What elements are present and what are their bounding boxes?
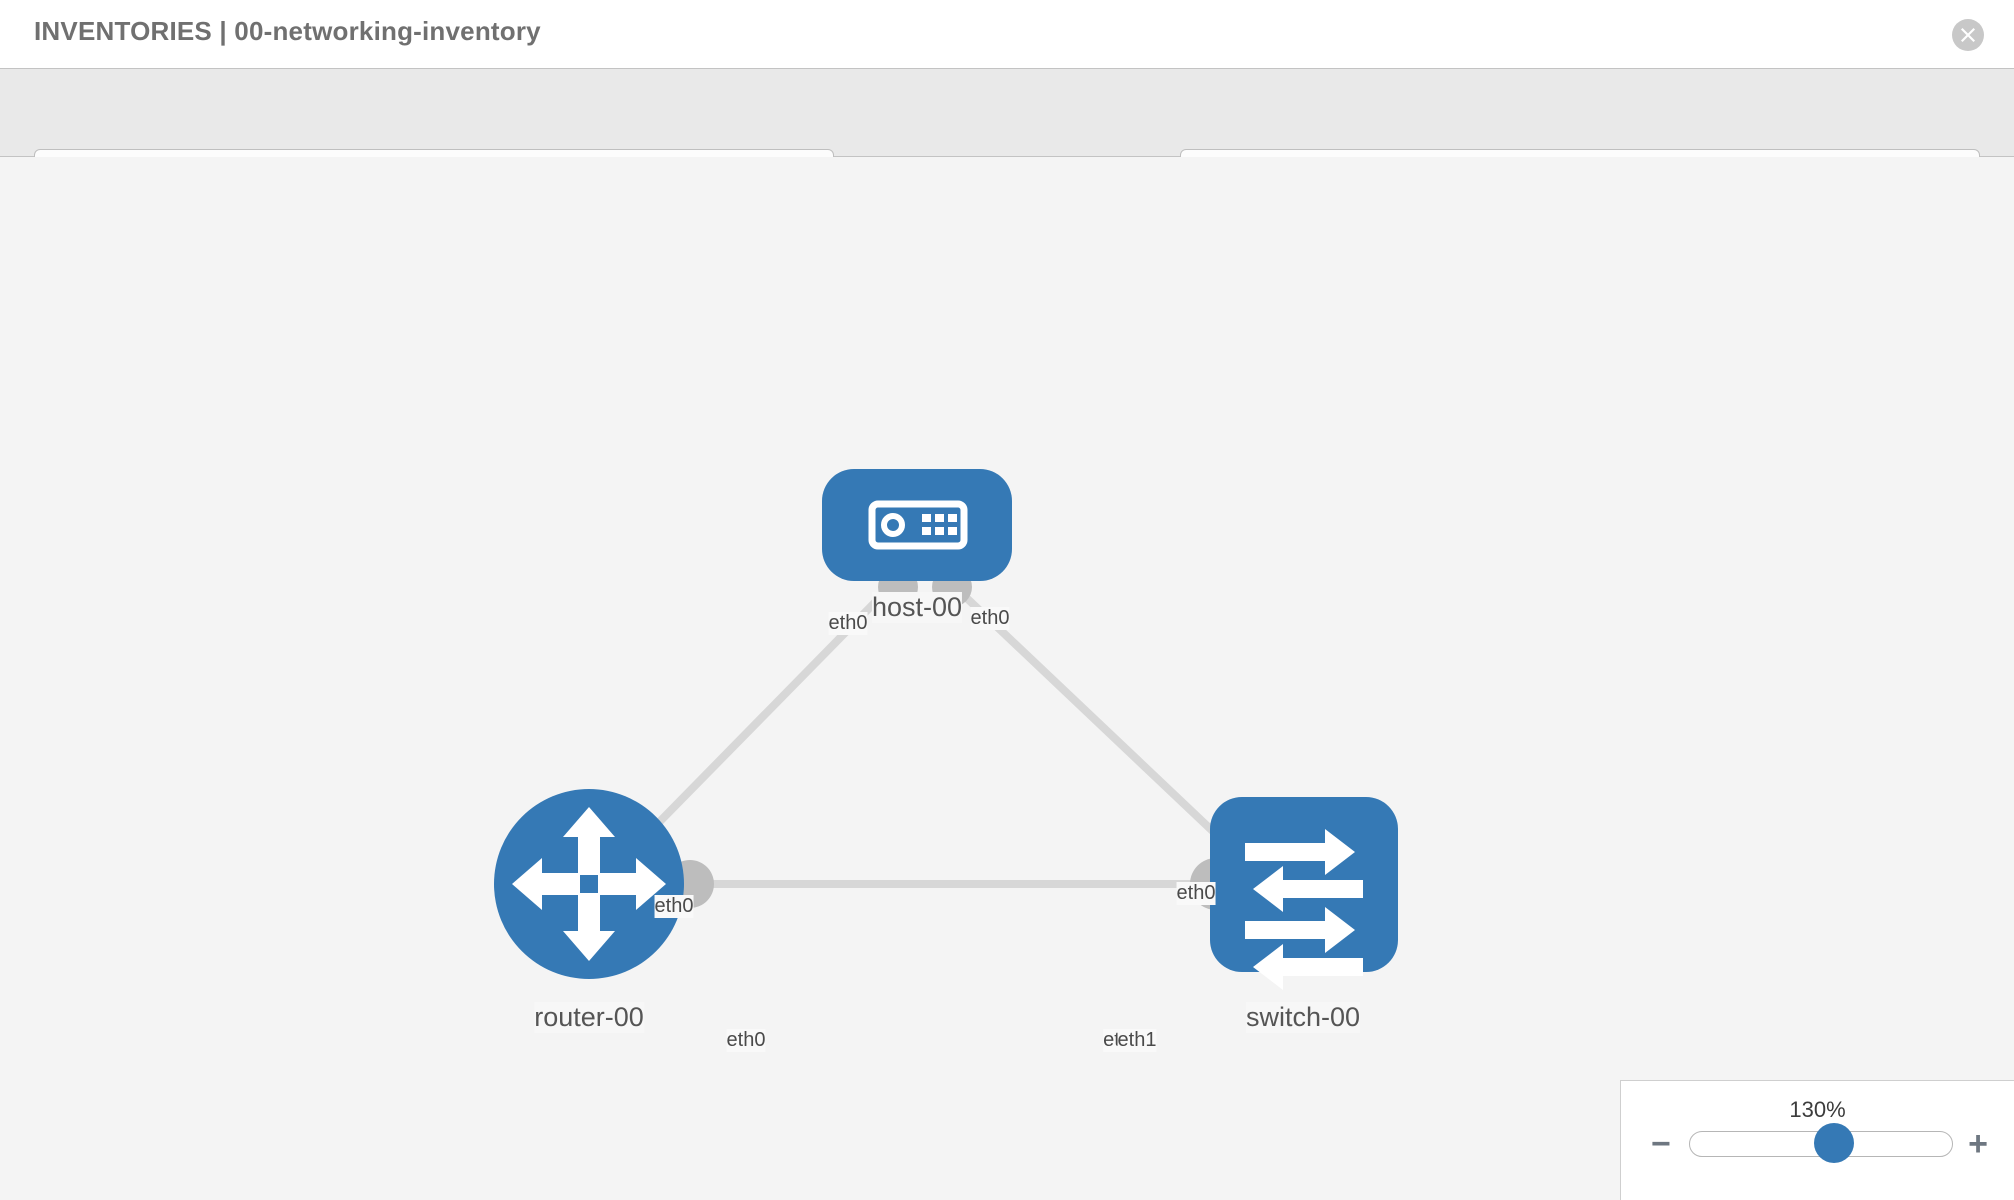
node-label-host-00: host-00 — [871, 592, 963, 623]
iface-label-switch-west-b: eth1 — [1117, 1029, 1157, 1052]
zoom-level-value: 130% — [1789, 1097, 1846, 1122]
topology-graph — [494, 469, 1398, 990]
zoom-control-panel: 130% − + — [1620, 1080, 2014, 1200]
node-router-00[interactable] — [494, 789, 684, 979]
link-host-switch — [952, 584, 1243, 860]
node-host-00[interactable] — [822, 469, 1012, 581]
iface-label-host-right: eth0 — [970, 607, 1010, 630]
topology-connectors — [666, 567, 1264, 910]
node-label-switch-00: switch-00 — [1245, 1002, 1361, 1033]
iface-label-router-east: eth0 — [726, 1029, 766, 1052]
zoom-slider-thumb[interactable] — [1814, 1123, 1855, 1163]
node-label-router-00: router-00 — [534, 1002, 644, 1033]
page-header: INVENTORIES | 00-networking-inventory — [0, 0, 2014, 68]
iface-label-host-left: eth0 — [828, 612, 868, 635]
zoom-in-button[interactable]: + — [1968, 1125, 1988, 1163]
node-switch-00[interactable] — [1210, 797, 1398, 990]
close-icon[interactable] — [1952, 19, 1984, 51]
topology-canvas[interactable]: host-00 router-00 switch-00 eth0 eth0 et… — [0, 157, 2014, 1200]
iface-label-router-north: eth0 — [654, 895, 694, 918]
page-title: INVENTORIES | 00-networking-inventory — [34, 16, 541, 46]
topology-links — [622, 584, 1243, 888]
iface-label-switch-north: eth0 — [1176, 882, 1216, 905]
zoom-out-button[interactable]: − — [1651, 1125, 1671, 1163]
toolbar: ACTIONS SEARCH — [0, 68, 2014, 201]
